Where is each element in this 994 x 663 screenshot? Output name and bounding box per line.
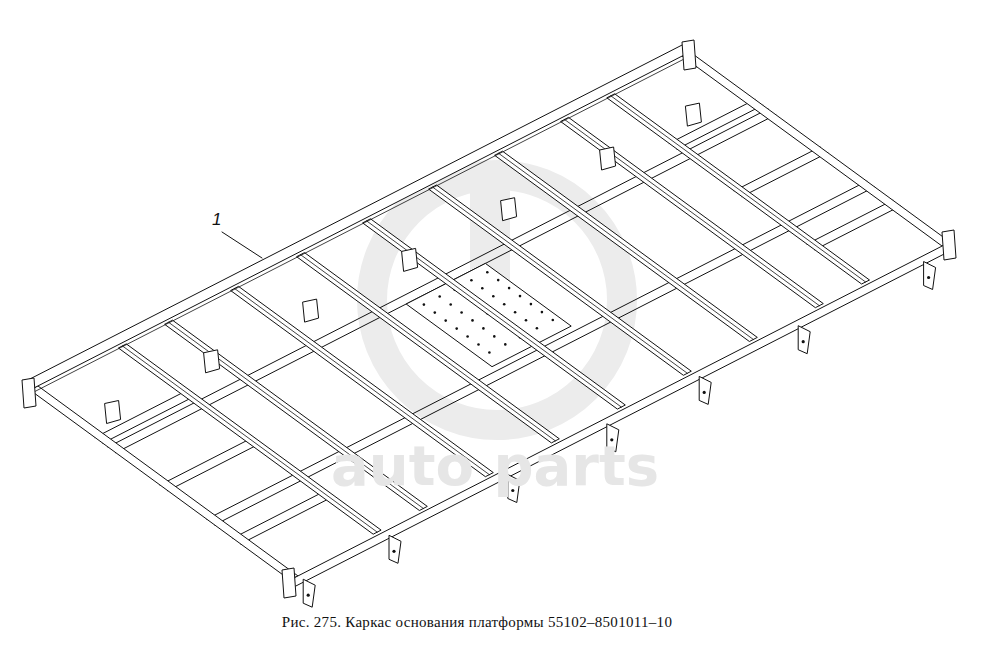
plate-hole	[434, 311, 437, 314]
bracket-hole	[307, 594, 310, 597]
plate-hole	[488, 351, 491, 354]
end-bar	[241, 500, 327, 544]
longitudinal-sill	[116, 115, 776, 453]
inner-bracket	[501, 198, 517, 221]
plate-hole	[493, 335, 496, 338]
plate-hole	[438, 295, 441, 298]
crossbar	[297, 253, 560, 443]
mounting-bracket	[798, 326, 810, 354]
crossbar	[607, 94, 870, 284]
plate-hole	[444, 319, 447, 322]
crossbar	[561, 117, 824, 307]
side-rail	[26, 43, 690, 390]
plate-hole	[519, 295, 522, 298]
crossbar-flange	[565, 120, 820, 306]
end-bar	[95, 394, 181, 438]
watermark: auto parts	[331, 433, 659, 498]
longitudinal-sill	[207, 181, 867, 519]
corner-post	[682, 40, 696, 70]
end-bar	[807, 200, 893, 244]
plate-hole	[470, 279, 473, 282]
corner-post	[942, 230, 956, 260]
crossbar	[495, 151, 758, 341]
plate-hole	[492, 295, 495, 298]
inner-bracket	[685, 103, 701, 126]
leader-line	[222, 232, 262, 258]
plate-hole	[486, 271, 489, 274]
bracket-hole	[802, 340, 805, 343]
inner-bracket	[204, 350, 220, 373]
crossbar	[429, 185, 692, 375]
end-bar	[233, 494, 319, 538]
bracket-hole	[927, 276, 930, 279]
plate-hole	[471, 319, 474, 322]
crossbar-flange	[301, 255, 556, 441]
end-bar	[815, 206, 901, 250]
end-bar	[742, 153, 828, 197]
crossbar-flange	[611, 96, 866, 282]
plate-hole	[460, 311, 463, 314]
crossbar	[363, 219, 626, 409]
plate-hole	[514, 311, 517, 314]
plate-hole	[482, 327, 485, 330]
plate-hole	[525, 319, 528, 322]
callout-number: 1	[212, 210, 221, 230]
end-bar	[160, 441, 246, 485]
end-bar	[103, 399, 189, 443]
inner-bracket	[600, 147, 616, 170]
end-beam	[682, 52, 950, 246]
corner-post	[282, 568, 296, 598]
plate-hole	[552, 319, 555, 322]
plate-hole	[541, 311, 544, 314]
end-bar	[168, 447, 254, 491]
side-rail	[290, 242, 950, 589]
plate-hole	[477, 343, 480, 346]
plate-hole	[536, 327, 539, 330]
inner-bracket	[105, 401, 121, 424]
mounting-bracket	[924, 262, 936, 290]
crossbar-flange	[499, 153, 754, 339]
end-bar	[669, 100, 755, 144]
crossbar-flange	[367, 221, 622, 407]
mounting-bracket	[303, 579, 315, 607]
crossbar-flange	[433, 187, 688, 373]
longitudinal-sill	[108, 109, 768, 447]
plate-hole	[449, 303, 452, 306]
end-beam	[30, 386, 298, 580]
plate-hole	[466, 335, 469, 338]
plate-hole	[423, 303, 426, 306]
inner-bracket	[303, 299, 319, 322]
plate-hole	[481, 287, 484, 290]
mounting-bracket	[699, 376, 711, 404]
plate-hole	[508, 287, 511, 290]
figure-caption: Рис. 275. Каркас основания платформы 551…	[282, 614, 672, 631]
bracket-hole	[703, 391, 706, 394]
side-rail	[30, 56, 690, 394]
bracket-hole	[392, 550, 395, 553]
plate-hole	[455, 327, 458, 330]
mounting-bracket	[389, 535, 401, 563]
plate-hole	[503, 303, 506, 306]
corner-post	[22, 378, 36, 408]
end-bar	[734, 147, 820, 191]
plate-hole	[504, 343, 507, 346]
plate-hole	[497, 279, 500, 282]
inner-bracket	[402, 248, 418, 271]
plate-hole	[530, 303, 533, 306]
